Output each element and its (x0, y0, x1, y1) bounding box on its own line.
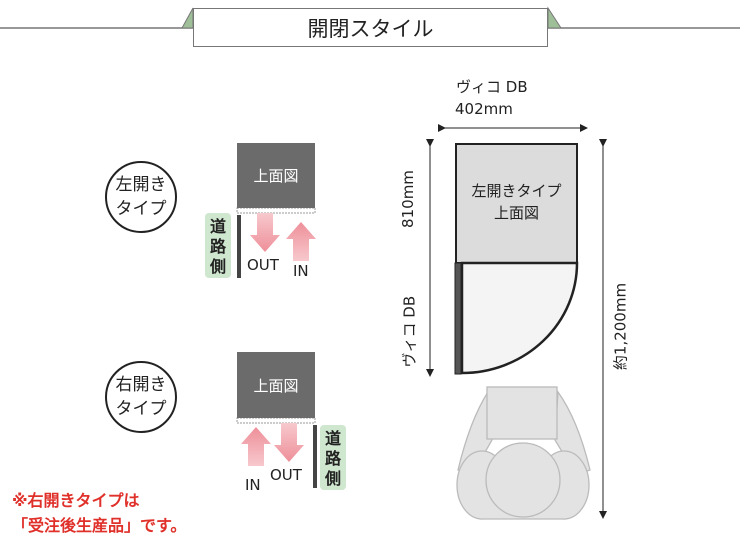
road-side-label: 道路側 (320, 425, 346, 490)
model-name: ヴィコ DB (456, 78, 528, 96)
header-tab-left (181, 7, 194, 29)
cabinet-plan (455, 143, 578, 264)
width-value: 402mm (455, 100, 513, 118)
plan-label-line: 上面図 (493, 204, 539, 222)
in-label: IN (245, 476, 261, 494)
road-char: 路 (209, 237, 226, 256)
wall-bar (237, 215, 241, 278)
top-view-box: 上面図 (237, 143, 315, 208)
wall-bar (313, 425, 317, 488)
right-open-type-badge: 右開きタイプ (105, 361, 177, 433)
note-line: 「受注後生産品」です。 (12, 516, 187, 535)
out-arrow (250, 213, 280, 252)
road-char: 道 (209, 217, 226, 236)
plan-label: 左開きタイプ上面図 (456, 180, 577, 224)
left-open-type-badge: 左開きタイプ (105, 161, 177, 233)
road-char: 側 (209, 257, 226, 276)
out-label: OUT (247, 256, 279, 274)
top-view-box: 上面図 (237, 352, 315, 418)
road-char: 側 (324, 469, 341, 488)
side-model-name: ヴィコ DB (400, 295, 419, 368)
out-arrow (274, 423, 304, 462)
road-side-label: 道路側 (205, 213, 231, 278)
badge-line: 左開き (115, 175, 167, 195)
door-swing (460, 261, 579, 375)
plan-label-line: 左開きタイプ (471, 182, 562, 200)
depth-value: 810mm (399, 170, 417, 228)
out-label: OUT (270, 466, 302, 484)
note-line: ※右開きタイプは (12, 491, 140, 510)
person-icon (456, 386, 591, 520)
in-arrow (286, 222, 316, 261)
road-char: 道 (324, 429, 341, 448)
badge-line: 右開き (115, 375, 167, 395)
badge-line: タイプ (115, 199, 167, 219)
total-depth-value: 約1,200mm (611, 282, 630, 371)
door (454, 262, 462, 375)
road-char: 路 (324, 449, 341, 468)
in-label: IN (293, 262, 309, 280)
header-tab-right (547, 6, 562, 29)
in-arrow (241, 427, 271, 466)
badge-line: タイプ (115, 399, 167, 419)
page-title: 開閉スタイル (193, 8, 548, 47)
